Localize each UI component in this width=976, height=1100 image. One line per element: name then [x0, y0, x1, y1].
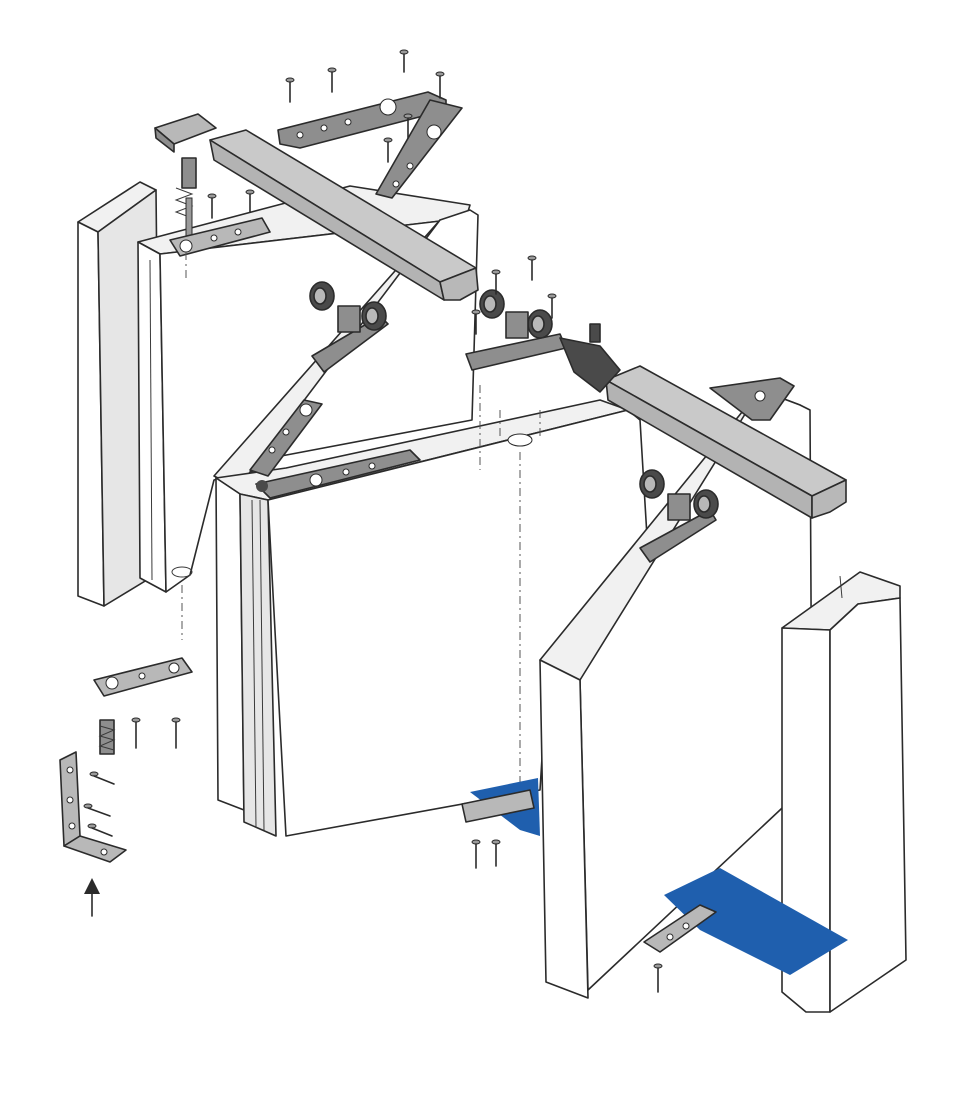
screw: [471, 309, 481, 335]
middle-hinge-plates: [249, 377, 795, 499]
screw: [471, 839, 481, 869]
screw: [131, 717, 141, 749]
alignment-lines: [185, 252, 541, 440]
top-track-left: [209, 129, 479, 301]
door-panel-3: [215, 385, 653, 837]
screw: [399, 49, 409, 73]
screw: [653, 963, 663, 993]
spring-pin: [98, 719, 116, 755]
screw: [285, 77, 295, 103]
screw: [403, 113, 413, 139]
top-pivot-bracket: [154, 113, 217, 239]
screw: [245, 189, 255, 213]
up-arrow-icon: [84, 878, 100, 917]
screw: [491, 269, 501, 295]
screw: [527, 255, 537, 281]
top-hinge-plates: [169, 91, 463, 257]
screw: [491, 839, 501, 867]
floor-bracket: [59, 751, 127, 863]
screw: [89, 771, 115, 785]
bottom-pivot-plate: [93, 657, 193, 697]
screw: [207, 193, 217, 219]
screw: [383, 137, 393, 163]
screw: [435, 71, 445, 99]
floor-guides: [461, 778, 848, 975]
top-track-right: [605, 365, 847, 519]
screw: [87, 823, 113, 837]
screw: [83, 803, 111, 817]
carrier-trolleys: [309, 281, 719, 563]
screw: [547, 293, 557, 319]
screw: [171, 717, 181, 749]
screws: [83, 49, 663, 993]
screw: [327, 67, 337, 93]
